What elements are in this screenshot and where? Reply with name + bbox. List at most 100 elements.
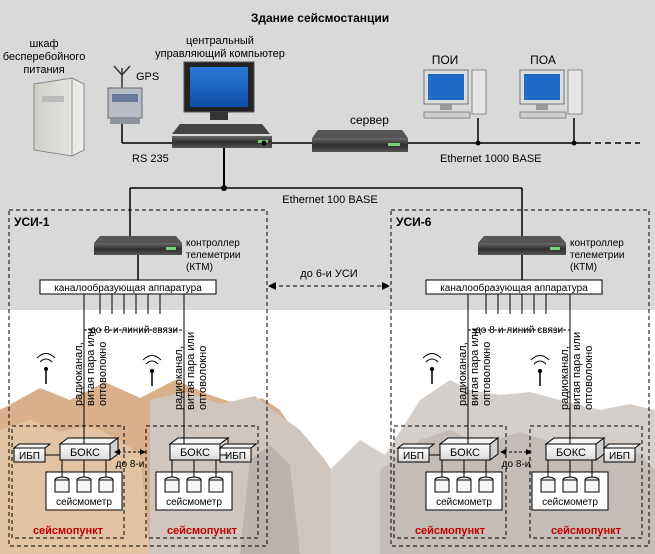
station-name: сейсмопункт [167, 525, 238, 537]
box-label: БОКС [556, 447, 586, 459]
page-title: Здание сейсмостанции [251, 11, 389, 25]
ktm-controller [478, 236, 566, 255]
sensor-icon [54, 479, 70, 493]
link-text-1: радиоканал, [173, 346, 185, 410]
ups-label: ИБП [19, 451, 40, 462]
link-text-1: радиоканал, [559, 346, 571, 410]
ups-front [603, 447, 636, 463]
usi-left-title: УСИ-1 [14, 215, 50, 229]
link-text-3: оптоволокно [97, 342, 109, 406]
usi-left: УСИ-1 контроллер телеметрии (КТМ) канало… [14, 215, 241, 436]
junction-dot [475, 140, 481, 146]
ktm-label-1: контроллер [186, 238, 240, 249]
sensor-icon [208, 479, 224, 493]
ethernet-100-label: Ethernet 100 BASE [282, 194, 377, 206]
sensor-icon [98, 479, 114, 493]
antenna-icon [36, 353, 56, 384]
station-between-label: до 8-и [502, 459, 531, 470]
gps-receiver [107, 65, 143, 124]
usi-right-title: УСИ-6 [396, 215, 432, 229]
sensor-icon [540, 479, 556, 493]
network-lines [121, 118, 640, 236]
link-text-1: радиоканал, [73, 342, 85, 406]
lines-label: до 8-и линий связи [475, 325, 563, 336]
sensor-icon [186, 479, 202, 493]
poa-label: ПОА [530, 53, 556, 67]
box-front [545, 443, 597, 461]
link-text-2: витая пара или [469, 328, 481, 406]
junction-dot [261, 140, 267, 146]
central-pc-label-2: управляющий компьютер [155, 48, 285, 60]
station-link-arrow [114, 449, 120, 455]
ups-top [602, 443, 642, 449]
seismometer-label: сейсмометр [56, 497, 112, 508]
link-text-3: оптоволокно [583, 346, 595, 410]
poa-workstation [519, 69, 583, 119]
junction-dot [221, 185, 227, 191]
seismic-station: БОКС ИБП сейсмометр сейсмопункт [11, 425, 125, 539]
station-link: до 8-и [114, 449, 146, 470]
link-type-vertical-label: радиоканал, витая пара или оптоволокно р… [73, 328, 209, 410]
box-top [438, 437, 500, 445]
station-between-label: до 8-и [116, 459, 145, 470]
antenna-icon [530, 355, 550, 386]
junction-dot [571, 140, 577, 146]
channel-equipment-box [425, 279, 603, 295]
station-boundary [11, 425, 125, 539]
ups-label: ИБП [225, 451, 246, 462]
box-top [58, 437, 120, 445]
station-name: сейсмопункт [551, 525, 622, 537]
ups-top [12, 443, 52, 449]
seismometer-label: сейсмометр [436, 497, 492, 508]
sensor-icon [456, 479, 472, 493]
station-boundary [145, 425, 259, 539]
ktm-controller [94, 236, 182, 255]
ktm-label-2: телеметрии [186, 250, 241, 261]
gps-label: GPS [136, 71, 159, 83]
sensor-icon [562, 479, 578, 493]
station-link-arrow [526, 449, 532, 455]
ktm-label-1: контроллер [570, 238, 624, 249]
ktm-label-3: (КТМ) [570, 262, 597, 273]
ups-cabinet [33, 77, 85, 157]
central-computer [172, 61, 272, 148]
ethernet-1000-label: Ethernet 1000 BASE [440, 153, 542, 165]
comm-lines [83, 294, 185, 436]
station-link: до 8-и [500, 449, 532, 470]
server [312, 130, 408, 152]
station-link-arrow [140, 449, 146, 455]
ups-label: ИБП [609, 451, 630, 462]
seismic-station: БОКС ИБП сейсмометр сейсмопункт [145, 425, 259, 539]
box-label: БОКС [70, 447, 100, 459]
link-text-3: оптоволокно [197, 346, 209, 410]
box-top [168, 437, 230, 445]
usi-connector-arrow-right [382, 282, 390, 290]
box-label: БОКС [180, 447, 210, 459]
ups-label: ИБП [403, 451, 424, 462]
ups-cabinet-label-3: питания [23, 64, 64, 76]
channel-equipment-label: каналообразующая аппаратура [440, 282, 588, 294]
box-front [59, 443, 111, 461]
channel-equipment-box [39, 279, 217, 295]
sensor-icon [434, 479, 450, 493]
link-text-2: витая пара или [85, 328, 97, 406]
link-text-2: витая пара или [185, 332, 197, 410]
rs-label: RS 235 [132, 153, 169, 165]
station-name: сейсмопункт [33, 525, 104, 537]
station-link-arrow [500, 449, 506, 455]
sensor-icon [478, 479, 494, 493]
building-background [0, 0, 655, 310]
ktm-label-3: (КТМ) [186, 262, 213, 273]
box-top [544, 437, 606, 445]
link-text-2: витая пара или [571, 332, 583, 410]
link-text-3: оптоволокно [481, 342, 493, 406]
sensor-icon [164, 479, 180, 493]
channel-equipment-label: каналообразующая аппаратура [54, 282, 202, 294]
seismometer-label: сейсмометр [166, 497, 222, 508]
usi-left-boundary [8, 209, 268, 547]
usi-right-boundary [390, 209, 650, 547]
station-boundary [393, 425, 507, 539]
ups-top [396, 443, 436, 449]
usi-right: УСИ-6 контроллер телеметрии (КТМ) канало… [396, 215, 625, 436]
